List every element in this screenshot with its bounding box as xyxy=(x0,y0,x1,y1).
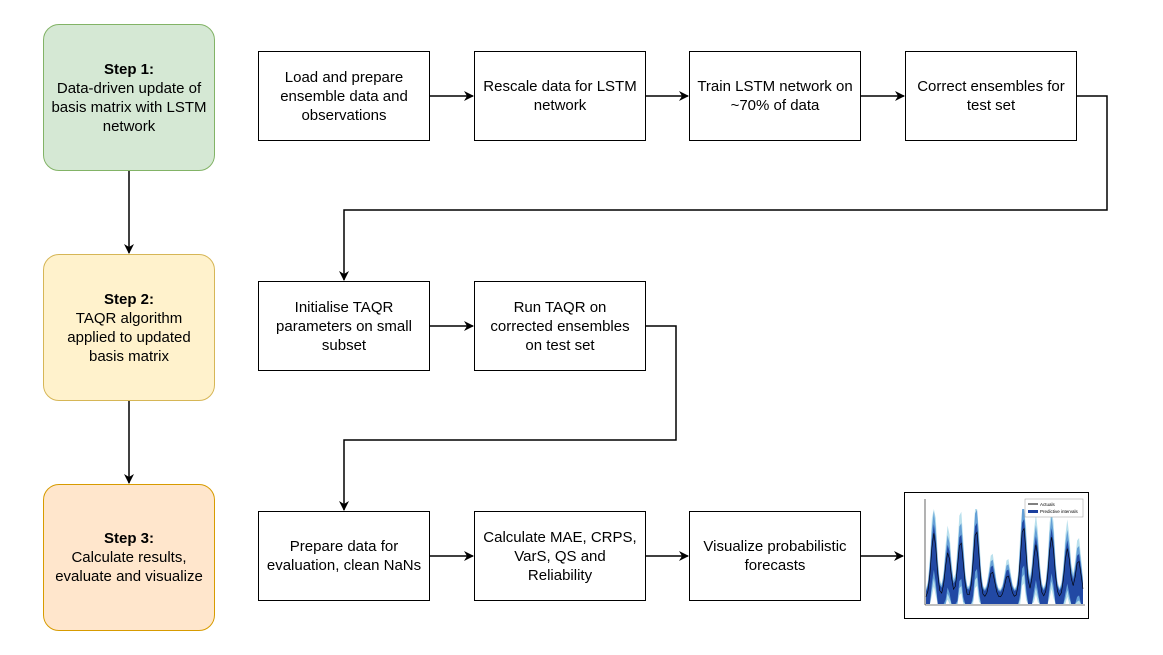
arrow-row2-to-row3 xyxy=(339,325,677,511)
visualize-forecasts-box: Visualize probabilistic forecasts xyxy=(689,511,861,601)
run-taqr-box: Run TAQR on corrected ensembles on test … xyxy=(474,281,646,371)
step-2-title: Step 2: xyxy=(103,290,154,308)
step-3-description: Calculate results, evaluate and visualiz… xyxy=(55,549,203,585)
calculate-metrics-box: Calculate MAE, CRPS, VarS, QS and Reliab… xyxy=(474,511,646,601)
load-prepare-data-box: Load and prepare ensemble data and obser… xyxy=(258,51,430,141)
prepare-evaluation-box: Prepare data for evaluation, clean NaNs xyxy=(258,511,430,601)
correct-ensembles-box: Correct ensembles for test set xyxy=(905,51,1077,141)
legend-actuals: Actuals xyxy=(1040,502,1056,507)
train-lstm-box: Train LSTM network on ~70% of data xyxy=(689,51,861,141)
step-2-box: Step 2: TAQR algorithm applied to update… xyxy=(43,254,215,401)
step-2-description: TAQR algorithm applied to updated basis … xyxy=(67,309,191,365)
step-1-box: Step 1: Data-driven update of basis matr… xyxy=(43,24,215,171)
step-3-box: Step 3: Calculate results, evaluate and … xyxy=(43,484,215,631)
rescale-data-box: Rescale data for LSTM network xyxy=(474,51,646,141)
legend-intervals: Predictive intervals xyxy=(1040,509,1079,514)
step-1-title: Step 1: xyxy=(103,60,154,78)
step-1-description: Data-driven update of basis matrix with … xyxy=(51,79,207,135)
forecast-plot-thumbnail: Actuals Predictive intervals xyxy=(904,492,1089,619)
arrow-row1-to-row2 xyxy=(339,95,1108,281)
step-3-title: Step 3: xyxy=(103,530,154,547)
initialise-taqr-box: Initialise TAQR parameters on small subs… xyxy=(258,281,430,371)
forecast-plot-graphic: Actuals Predictive intervals xyxy=(924,498,1085,606)
